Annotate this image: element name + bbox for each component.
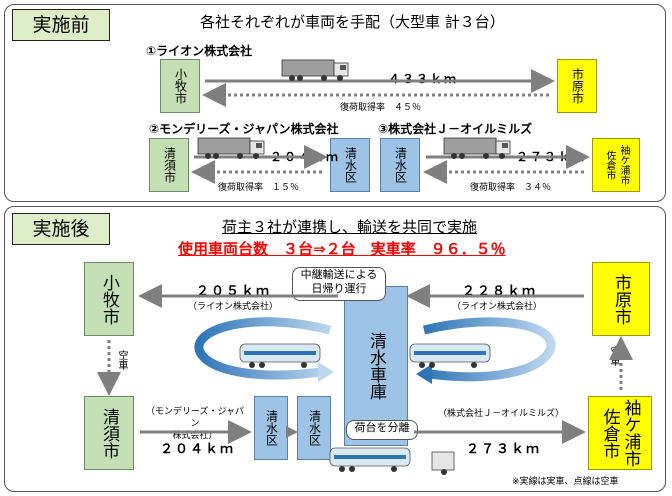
after-bottom-right-distance: ２７３ｋｍ (466, 442, 542, 457)
montelis-heading: ②モンデリーズ・ジャパン株式会社 (149, 122, 339, 136)
tanker-cab-icon (431, 451, 455, 471)
before-box-ichihara: 市原市 (557, 59, 597, 113)
loop-arrow-left-head (318, 362, 334, 382)
tanker-truck-icon (329, 447, 411, 473)
lion-return-rate: 復荷取得率 ４５％ (340, 103, 422, 113)
tanker-truck-icon (409, 343, 491, 369)
after-bottom-left-company: （モンデリーズ・ジャパン 株式会社） (145, 407, 245, 441)
before-box-shimizu-a: 清水区 (330, 138, 370, 192)
before-box-shimizu-b: 清水区 (380, 138, 420, 192)
cargo-split-callout: 荷台を分離 (346, 420, 418, 440)
wheel-icon (441, 469, 447, 475)
montelis-return-rate: 復荷取得率 １５％ (218, 183, 300, 193)
joil-heading: ③株式会社Ｊ－オイルミルズ (378, 122, 533, 136)
after-box-ichihara: 市原市 (592, 262, 650, 336)
after-box-komaki: 小牧市 (84, 262, 134, 336)
after-bottom-right-company: （株式会社Ｊ－オイルミルズ） (438, 409, 565, 419)
after-box-shimizu-a: 清水区 (254, 396, 288, 460)
loop-arrow-left (194, 317, 332, 380)
after-box-kiyosu: 清須市 (84, 396, 134, 470)
loop-arrow-right (422, 317, 556, 382)
after-top-left-company: （ライオン株式会社） (188, 302, 279, 312)
before-box-komaki: 小牧市 (160, 59, 200, 113)
after-subheadline: 使用車両台数 ３台⇒２台 実車率 ９６．５％ (178, 240, 506, 258)
after-box-shimizu-b: 清水区 (297, 396, 331, 460)
after-empty-left: 空車 (116, 350, 127, 370)
joil-return-rate: 復荷取得率 ３４％ (470, 183, 552, 193)
after-tag: 実施後 (12, 213, 110, 245)
after-bottom-left-distance: ２０４ｋｍ (160, 442, 236, 457)
after-footnote: ※実線は実車、点線は空車 (512, 477, 619, 487)
loop-arrow-right-head (416, 364, 432, 384)
before-title: 各社それぞれが車両を手配（大型車 計３台） (200, 13, 505, 31)
before-tag: 実施前 (12, 9, 110, 41)
tanker-truck-icon (239, 343, 321, 369)
after-headline: 荷主３社が連携し、輸送を共同で実施 (222, 218, 478, 236)
lion-heading: ①ライオン株式会社 (146, 44, 253, 58)
after-box-sodegaura-sakura: 佐倉市 袖ケ浦市 (588, 396, 652, 470)
truck-icon (281, 59, 349, 82)
before-box-sodegaura-sakura: 佐倉市 袖ケ浦市 (592, 138, 640, 192)
after-top-right-company: （ライオン株式会社） (452, 302, 543, 312)
after-depot: 清水車庫 (344, 286, 408, 446)
before-box-kiyosu: 清須市 (149, 138, 189, 192)
